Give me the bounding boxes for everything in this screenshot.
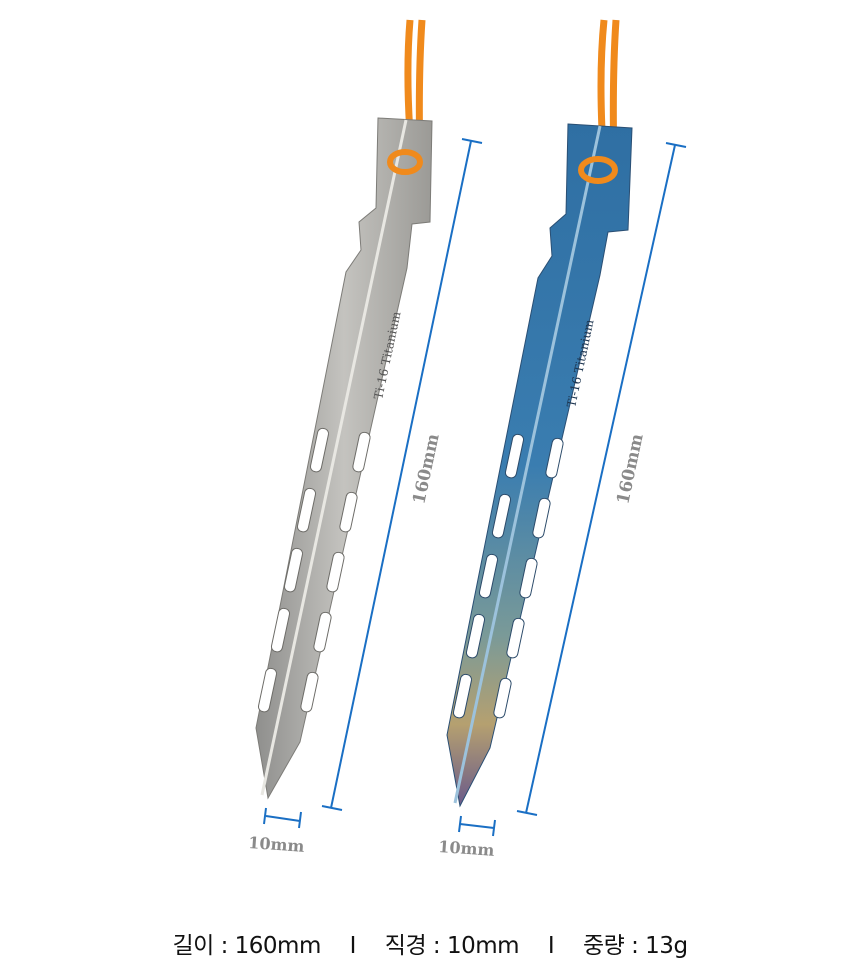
width-label-right: 10mm <box>438 837 495 860</box>
cord-loop <box>387 149 423 175</box>
dimension-lines <box>263 138 687 837</box>
cord-loop <box>578 156 618 184</box>
stake-natural: Ti-16 Titanium <box>255 19 433 800</box>
spec-separator: I <box>349 933 357 959</box>
spec-length: 길이 : 160mm <box>172 933 321 959</box>
spec-separator: I <box>547 933 555 959</box>
length-label-right: 160mm <box>613 432 647 506</box>
spec-line: 길이 : 160mm I 직경 : 10mm I 중량 : 13g <box>0 926 860 960</box>
spec-weight: 중량 : 13g <box>582 933 688 959</box>
width-label-left: 10mm <box>248 833 305 856</box>
spec-diameter: 직경 : 10mm <box>384 933 520 959</box>
length-label-left: 160mm <box>409 432 443 506</box>
stake-blue: Ti-16 Titanium <box>446 19 633 808</box>
